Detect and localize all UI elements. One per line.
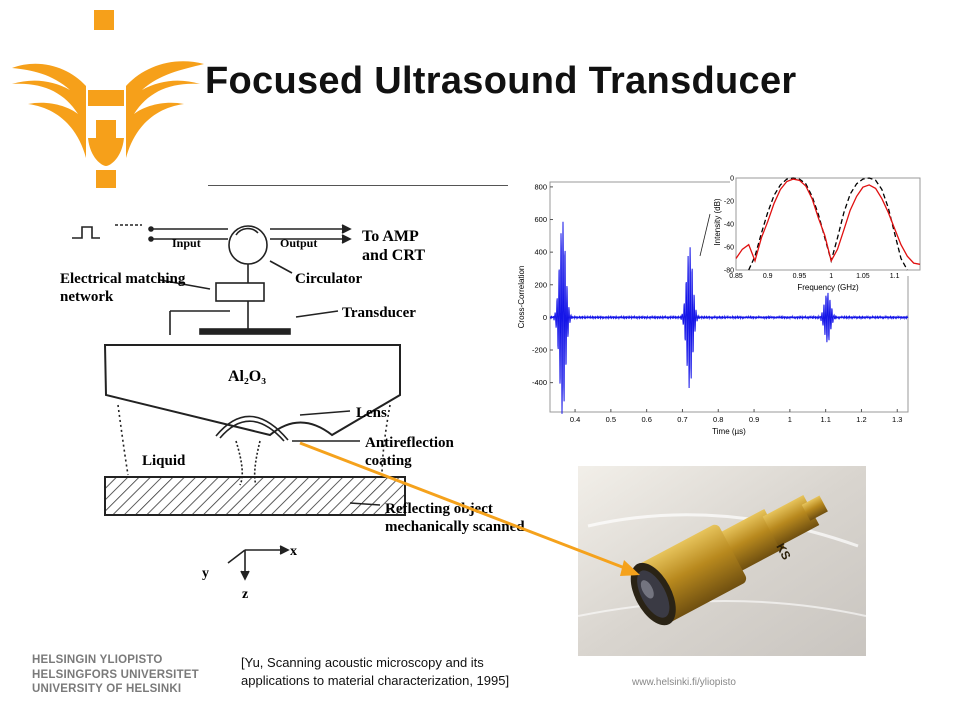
main-y-tick-label: 800	[534, 182, 547, 191]
inset-y-axis-label: Intensity (dB)	[713, 198, 722, 245]
reflecting-object-label: Reflecting object	[385, 501, 493, 517]
inset-x-tick-label: 1.1	[890, 273, 900, 280]
university-name: HELSINGIN YLIOPISTO HELSINGFORS UNIVERSI…	[32, 653, 199, 697]
main-x-tick-label: 0.8	[713, 415, 723, 424]
main-y-tick-label: 0	[543, 313, 547, 322]
main-x-tick-label: 0.6	[641, 415, 651, 424]
title-underline	[208, 185, 508, 186]
liquid-label: Liquid	[142, 453, 186, 469]
network-label: network	[60, 289, 114, 305]
main-x-tick-label: 1.1	[820, 415, 830, 424]
coating-label: coating	[365, 453, 412, 469]
al2o3-label: Al₂O₃	[228, 368, 266, 385]
main-x-tick-label: 0.4	[570, 415, 580, 424]
cross-correlation-series	[549, 221, 909, 414]
and-crt-label: and CRT	[362, 247, 425, 264]
inset-x-tick-label: 0.85	[729, 273, 743, 280]
transducer-label: Transducer	[342, 305, 416, 321]
main-x-tick-label: 0.7	[677, 415, 687, 424]
output-label: Output	[280, 236, 317, 250]
main-x-tick-label: 0.5	[606, 415, 616, 424]
main-y-tick-label: 400	[534, 248, 547, 257]
inset-x-tick-label: 1.05	[856, 273, 870, 280]
main-y-tick-label: -400	[532, 378, 547, 387]
footer-url[interactable]: www.helsinki.fi/yliopisto	[632, 677, 736, 688]
inset-background	[730, 174, 928, 276]
circulator-label: Circulator	[295, 271, 363, 287]
inset-x-tick-label: 0.9	[763, 273, 773, 280]
antireflection-label: Antireflection	[365, 435, 455, 451]
main-y-tick-label: 600	[534, 215, 547, 224]
axis-x-label: x	[290, 544, 297, 559]
axis-z-label: z	[242, 587, 248, 602]
inset-y-tick-label: -20	[724, 199, 734, 206]
svg-text:KS: KS	[773, 541, 793, 562]
inset-x-tick-label: 0.95	[793, 273, 807, 280]
main-x-axis-label: Time (µs)	[712, 427, 746, 436]
inset-y-tick-label: -40	[724, 222, 734, 229]
main-x-tick-label: 1.3	[892, 415, 902, 424]
mechanically-scanned-label: mechanically scanned	[385, 519, 525, 535]
axis-y-label: y	[202, 566, 209, 581]
main-y-tick-label: 200	[534, 280, 547, 289]
main-y-axis-label: Cross-Correlation	[517, 266, 526, 329]
main-x-tick-label: 1	[788, 415, 792, 424]
to-amp-label: To AMP	[362, 228, 419, 245]
citation-line-1: [Yu, Scanning acoustic microscopy and it…	[241, 655, 484, 670]
university-name-fi: HELSINGIN YLIOPISTO	[32, 654, 163, 666]
input-label: Input	[172, 236, 201, 250]
inset-y-tick-label: 0	[730, 176, 734, 183]
inset-model-series	[748, 177, 908, 271]
main-plot-frame	[549, 181, 909, 413]
main-x-tick-label: 0.9	[749, 415, 759, 424]
electrical-matching-label: Electrical matching	[60, 271, 186, 287]
inset-y-tick-label: -60	[724, 245, 734, 252]
university-name-en: UNIVERSITY OF HELSINKI	[32, 683, 182, 695]
university-flame-logo	[12, 10, 204, 188]
inset-x-axis-label: Frequency (GHz)	[797, 283, 859, 292]
inset-ticks: 0.85 0.9 0.95 1 1.05 1.1 0 -20 -40 -60 -80	[724, 176, 900, 281]
main-x-tick-label: 1.2	[856, 415, 866, 424]
main-y-tick-label: -200	[532, 346, 547, 355]
inset-x-tick-label: 1	[829, 273, 833, 280]
university-name-sv: HELSINGFORS UNIVERSITET	[32, 668, 199, 681]
inset-measured-series	[735, 178, 921, 265]
inset-frame	[735, 177, 921, 271]
main-plot-ticks: 0.4 0.5 0.6 0.7 0.8 0.9 1 1.1 1.2 1.3 -400 -200 0 200…	[532, 182, 902, 424]
citation-line-2: applications to material characterizatio…	[241, 673, 510, 688]
lens-label: Lens	[356, 405, 387, 421]
transducer-schematic: Input Output To AMP and CRT Electrical m…	[60, 224, 525, 602]
citation: [Yu, Scanning acoustic microscopy and it…	[241, 654, 509, 690]
inset-pointer-line	[699, 213, 711, 257]
inset-y-tick-label: -80	[724, 268, 734, 275]
transducer-photo: KS	[578, 466, 866, 656]
slide-title: Focused Ultrasound Transducer	[205, 60, 797, 102]
